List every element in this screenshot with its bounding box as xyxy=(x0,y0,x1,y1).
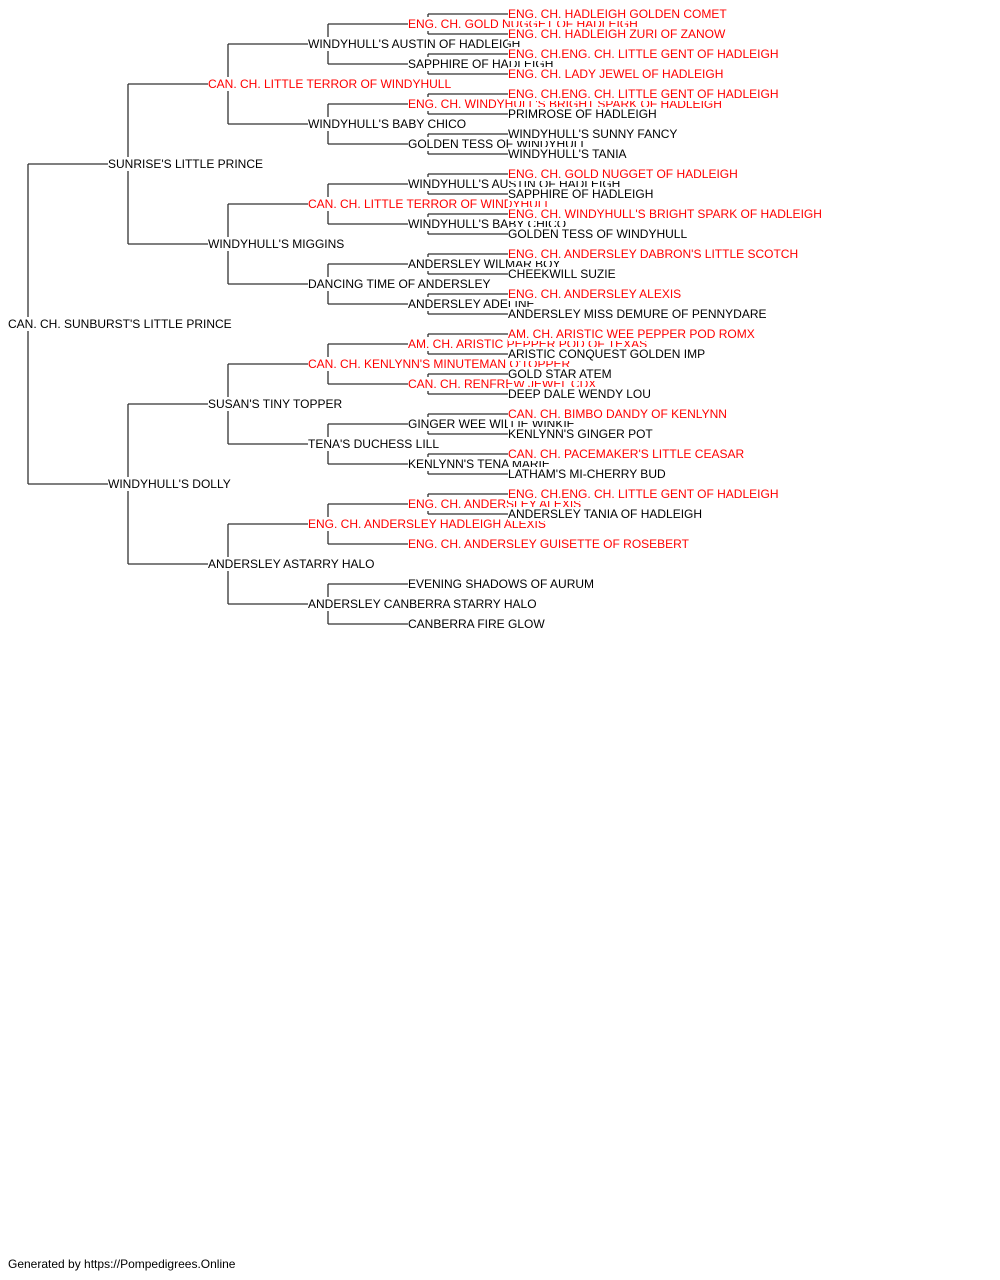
pedigree-node-subject-sire-dam-sire: CAN. CH. LITTLE TERROR OF WINDYHULL xyxy=(308,197,552,211)
pedigree-node-subject-dam-sire-sire-dam-sire: GOLD STAR ATEM xyxy=(508,367,612,381)
pedigree-node-subject-dam-dam-sire-sire-dam: ANDERSLEY TANIA OF HADLEIGH xyxy=(508,507,703,521)
pedigree-node-subject-sire-sire-dam-dam-dam: WINDYHULL'S TANIA xyxy=(508,147,627,161)
pedigree-node-subject-sire-dam-sire-sire-sire: ENG. CH. GOLD NUGGET OF HADLEIGH xyxy=(508,167,738,181)
pedigree-node-subject-sire-sire-dam-sire-dam: PRIMROSE OF HADLEIGH xyxy=(508,107,657,121)
pedigree-node-subject-dam-dam: ANDERSLEY ASTARRY HALO xyxy=(208,557,375,571)
pedigree-node-subject-dam-sire-dam-sire-dam: KENLYNN'S GINGER POT xyxy=(508,427,653,441)
pedigree-node-subject-dam-sire-dam: TENA'S DUCHESS LILL xyxy=(308,437,439,451)
pedigree-node-subject-dam-dam-sire-dam: ENG. CH. ANDERSLEY GUISETTE OF ROSEBERT xyxy=(408,537,689,551)
pedigree-node-subject-sire-sire: CAN. CH. LITTLE TERROR OF WINDYHULL xyxy=(208,77,452,91)
pedigree-node-subject-sire-dam-sire-sire-dam: SAPPHIRE OF HADLEIGH xyxy=(508,187,654,201)
pedigree-node-subject-sire-dam-dam-sire-dam: CHEEKWILL SUZIE xyxy=(508,267,616,281)
pedigree-node-subject-sire-sire-dam-dam-sire: WINDYHULL'S SUNNY FANCY xyxy=(508,127,678,141)
pedigree-node-subject-dam-dam-dam-dam: CANBERRA FIRE GLOW xyxy=(408,617,545,631)
pedigree-node-subject-dam-sire-sire: CAN. CH. KENLYNN'S MINUTEMAN O'TOPPER xyxy=(308,357,571,371)
pedigree-node-subject-sire-sire-sire-dam-sire: ENG. CH.ENG. CH. LITTLE GENT OF HADLEIGH xyxy=(508,47,779,61)
pedigree-node-subject-dam-sire-sire-sire-dam: ARISTIC CONQUEST GOLDEN IMP xyxy=(508,347,706,361)
pedigree-node-subject-sire-dam-dam-dam: ANDERSLEY ADELINE xyxy=(408,297,535,311)
pedigree-node-subject-dam-dam-sire: ENG. CH. ANDERSLEY HADLEIGH ALEXIS xyxy=(308,517,546,531)
pedigree-node-subject-sire-dam-sire-dam-sire: ENG. CH. WINDYHULL'S BRIGHT SPARK OF HAD… xyxy=(508,207,822,221)
pedigree-node-subject-sire: SUNRISE'S LITTLE PRINCE xyxy=(108,157,263,171)
pedigree-node-subject-sire-dam-dam: DANCING TIME OF ANDERSLEY xyxy=(308,277,491,291)
pedigree-node-subject-sire-dam-dam-dam-dam: ANDERSLEY MISS DEMURE OF PENNYDARE xyxy=(508,307,767,321)
pedigree-node-subject-dam-sire-sire-sire-sire: AM. CH. ARISTIC WEE PEPPER POD ROMX xyxy=(508,327,755,341)
footer-credit: Generated by https://Pompedigrees.Online xyxy=(8,1257,236,1271)
pedigree-node-subject-sire-sire-sire-sire-sire: ENG. CH. HADLEIGH GOLDEN COMET xyxy=(508,7,727,21)
pedigree-node-subject-dam-dam-dam: ANDERSLEY CANBERRA STARRY HALO xyxy=(308,597,537,611)
pedigree-node-subject-sire-dam-dam-dam-sire: ENG. CH. ANDERSLEY ALEXIS xyxy=(508,287,682,301)
pedigree-node-subject-dam-sire-dam-dam-sire: CAN. CH. PACEMAKER'S LITTLE CEASAR xyxy=(508,447,745,461)
pedigree-node-subject-dam-sire: SUSAN'S TINY TOPPER xyxy=(208,397,343,411)
pedigree-node-subject-dam-sire-dam-dam-dam: LATHAM'S MI-CHERRY BUD xyxy=(508,467,666,481)
pedigree-node-subject-dam-dam-dam-sire: EVENING SHADOWS OF AURUM xyxy=(408,577,595,591)
pedigree-node-subject-sire-sire-sire-dam-dam: ENG. CH. LADY JEWEL OF HADLEIGH xyxy=(508,67,724,81)
pedigree-node-subject-sire-dam-dam-sire-sire: ENG. CH. ANDERSLEY DABRON'S LITTLE SCOTC… xyxy=(508,247,799,261)
pedigree-node-subject-dam-sire-dam-sire-sire: CAN. CH. BIMBO DANDY OF KENLYNN xyxy=(508,407,727,421)
pedigree-node-subject-sire-sire-dam: WINDYHULL'S BABY CHICO xyxy=(308,117,467,131)
pedigree-node-subject-sire-dam-sire-dam-dam: GOLDEN TESS OF WINDYHULL xyxy=(508,227,688,241)
pedigree-node-subject-dam-dam-sire-sire-sire: ENG. CH.ENG. CH. LITTLE GENT OF HADLEIGH xyxy=(508,487,779,501)
pedigree-node-subject: CAN. CH. SUNBURST'S LITTLE PRINCE xyxy=(8,317,232,331)
pedigree-node-subject-dam-sire-sire-dam-dam: DEEP DALE WENDY LOU xyxy=(508,387,651,401)
pedigree-node-subject-sire-sire-sire-sire-dam: ENG. CH. HADLEIGH ZURI OF ZANOW xyxy=(508,27,726,41)
pedigree-node-subject-dam: WINDYHULL'S DOLLY xyxy=(108,477,231,491)
pedigree-node-subject-sire-sire-sire: WINDYHULL'S AUSTIN OF HADLEIGH xyxy=(308,37,521,51)
pedigree-node-subject-sire-dam: WINDYHULL'S MIGGINS xyxy=(208,237,345,251)
pedigree-node-subject-sire-sire-dam-sire-sire: ENG. CH.ENG. CH. LITTLE GENT OF HADLEIGH xyxy=(508,87,779,101)
